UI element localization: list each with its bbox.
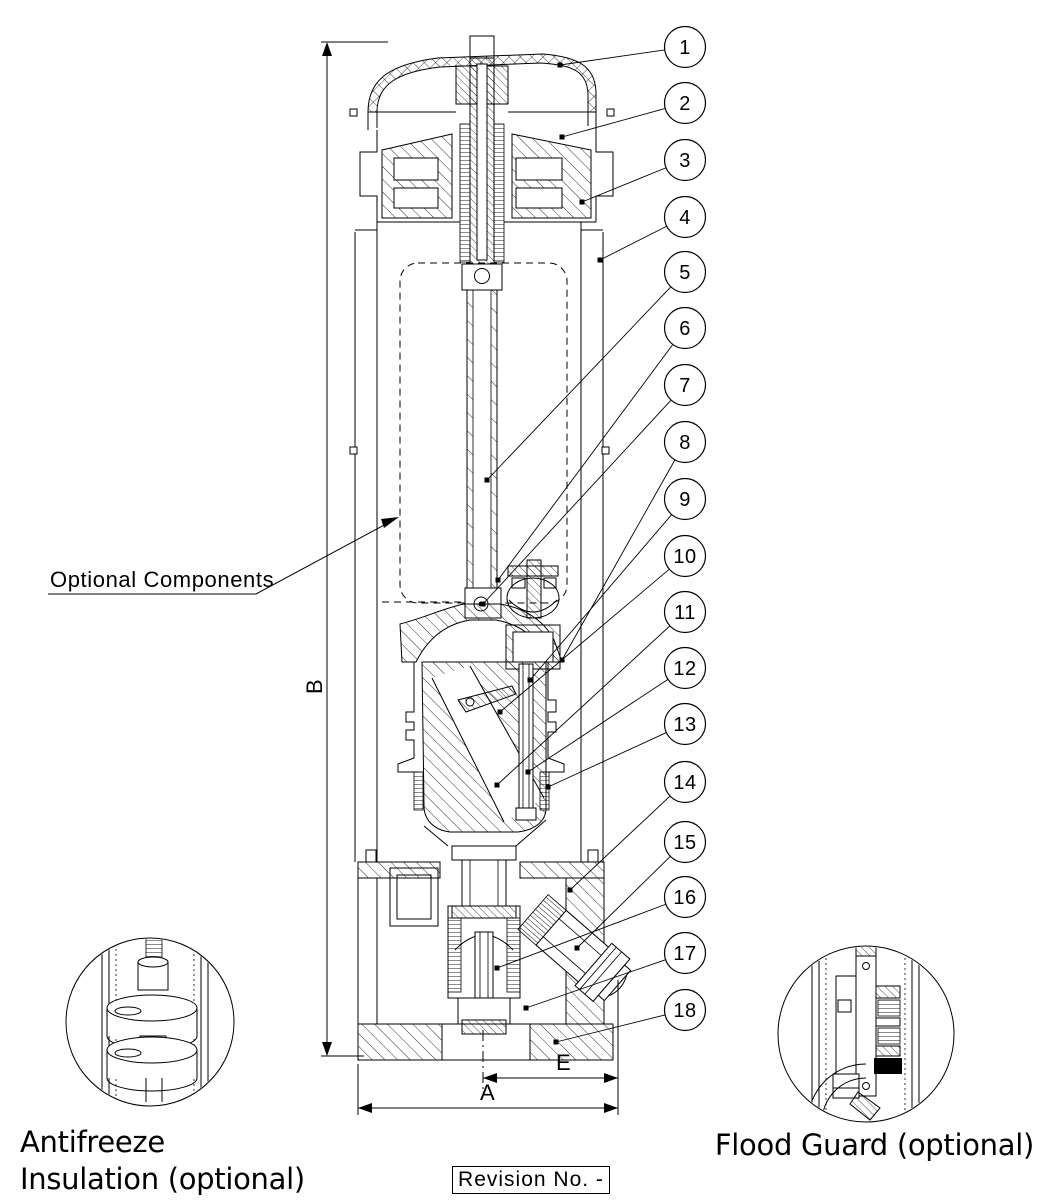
balloon-number: 14 bbox=[673, 772, 696, 794]
check-valve-assembly bbox=[506, 559, 560, 619]
antifreeze-label-line2: Insulation (optional) bbox=[20, 1162, 305, 1197]
balloon-circle bbox=[663, 590, 707, 634]
balloon-callout-2: 2 bbox=[559, 81, 707, 140]
balloon-callout-12: 12 bbox=[525, 646, 707, 775]
balloon-callout-6: 6 bbox=[495, 306, 707, 583]
balloon-circle bbox=[663, 477, 707, 521]
balloon-number: 16 bbox=[673, 887, 696, 909]
leader-target-dot bbox=[574, 945, 580, 951]
balloon-number: 13 bbox=[673, 714, 696, 736]
balloon-callout-16: 16 bbox=[494, 875, 707, 971]
leader-target-dot bbox=[495, 577, 501, 583]
balloon-circle bbox=[663, 875, 707, 919]
balloon-callout-13: 13 bbox=[545, 702, 707, 790]
dimension-b: B bbox=[302, 41, 388, 1057]
dimension-a: A bbox=[357, 980, 619, 1115]
balloon-circle bbox=[663, 138, 707, 182]
balloon-callout-10: 10 bbox=[497, 534, 707, 715]
leader-target-dot bbox=[484, 477, 490, 483]
optional-components-label: Optional Components bbox=[50, 567, 274, 592]
connecting-rod bbox=[382, 289, 502, 619]
balloon-number: 9 bbox=[679, 489, 691, 511]
balloon-callout-5: 5 bbox=[484, 250, 707, 483]
outlet-spigot bbox=[517, 894, 632, 1003]
balloon-circle bbox=[663, 702, 707, 746]
outer-casing bbox=[349, 222, 610, 863]
optional-components-callout: Optional Components bbox=[48, 517, 399, 595]
balloon-callout-14: 14 bbox=[567, 760, 707, 893]
leader-target-dot bbox=[579, 199, 585, 205]
dimension-a-label: A bbox=[480, 1080, 496, 1105]
balloon-callout-9: 9 bbox=[527, 477, 707, 683]
leader-target-dot bbox=[567, 887, 573, 893]
leader-target-dot bbox=[480, 601, 486, 607]
valve-body bbox=[397, 603, 565, 847]
balloon-number: 6 bbox=[679, 318, 691, 340]
balloon-callout-17: 17 bbox=[523, 931, 707, 1011]
balloon-circle bbox=[663, 988, 707, 1032]
balloon-callout-1: 1 bbox=[557, 25, 707, 69]
balloon-circle bbox=[663, 931, 707, 975]
leader-target-dot bbox=[553, 1039, 559, 1045]
balloon-number: 7 bbox=[679, 375, 691, 397]
leader-target-dot bbox=[559, 134, 565, 140]
balloon-circle bbox=[663, 420, 707, 464]
base-slab bbox=[357, 1023, 614, 1061]
balloon-callout-11: 11 bbox=[494, 590, 707, 788]
balloon-number: 15 bbox=[673, 832, 696, 854]
balloon-number: 10 bbox=[673, 546, 696, 568]
operating-stem bbox=[459, 57, 505, 291]
balloon-number: 11 bbox=[674, 602, 696, 624]
leader-target-dot bbox=[527, 677, 533, 683]
balloon-circle bbox=[663, 646, 707, 690]
balloon-callout-3: 3 bbox=[579, 138, 707, 205]
antifreeze-label-line1: Antifreeze bbox=[20, 1125, 165, 1159]
valve-seat-stack bbox=[447, 905, 521, 1035]
antifreeze-detail-circle bbox=[65, 937, 235, 1107]
leader-target-dot bbox=[497, 709, 503, 715]
balloon-number: 3 bbox=[679, 150, 691, 172]
balloon-callout-8: 8 bbox=[559, 420, 707, 663]
antifreeze-insulation-label: Antifreeze Insulation (optional) bbox=[20, 1124, 305, 1198]
floodguard-detail-circle bbox=[777, 945, 955, 1123]
balloon-circle bbox=[663, 306, 707, 350]
balloon-number: 8 bbox=[679, 432, 691, 454]
balloon-circle bbox=[663, 534, 707, 578]
balloon-number: 12 bbox=[673, 658, 696, 680]
leader-target-dot bbox=[545, 784, 551, 790]
leader-target-dot bbox=[525, 769, 531, 775]
balloon-circle bbox=[663, 25, 707, 69]
balloon-number: 4 bbox=[679, 207, 691, 229]
balloon-circle bbox=[663, 820, 707, 864]
balloon-circle bbox=[663, 195, 707, 239]
balloon-callout-18: 18 bbox=[553, 988, 707, 1045]
leader-target-dot bbox=[523, 1005, 529, 1011]
balloon-circle bbox=[663, 81, 707, 125]
balloon-number: 1 bbox=[679, 37, 691, 59]
revision-box: Revision No. - bbox=[452, 1166, 610, 1194]
balloon-circle bbox=[663, 760, 707, 804]
balloon-number: 17 bbox=[673, 943, 696, 965]
leader-target-dot bbox=[494, 782, 500, 788]
dimension-e-label: E bbox=[556, 1050, 572, 1075]
bonnet-housing bbox=[349, 108, 615, 223]
balloon-number: 2 bbox=[679, 93, 691, 115]
balloon-number: 5 bbox=[679, 262, 691, 284]
balloon-number: 18 bbox=[673, 1000, 696, 1022]
flood-guard-label: Flood Guard (optional) bbox=[714, 1128, 1034, 1162]
balloon-callout-4: 4 bbox=[597, 195, 707, 263]
dimension-b-label: B bbox=[302, 678, 327, 694]
balloon-circle bbox=[663, 250, 707, 294]
balloon-callout-7: 7 bbox=[480, 363, 707, 607]
balloon-circle bbox=[663, 363, 707, 407]
leader-target-dot bbox=[557, 62, 563, 68]
leader-target-dot bbox=[597, 257, 603, 263]
balloon-callout-15: 15 bbox=[574, 820, 707, 951]
dimension-e: E bbox=[482, 1030, 618, 1090]
leader-target-dot bbox=[494, 965, 500, 971]
